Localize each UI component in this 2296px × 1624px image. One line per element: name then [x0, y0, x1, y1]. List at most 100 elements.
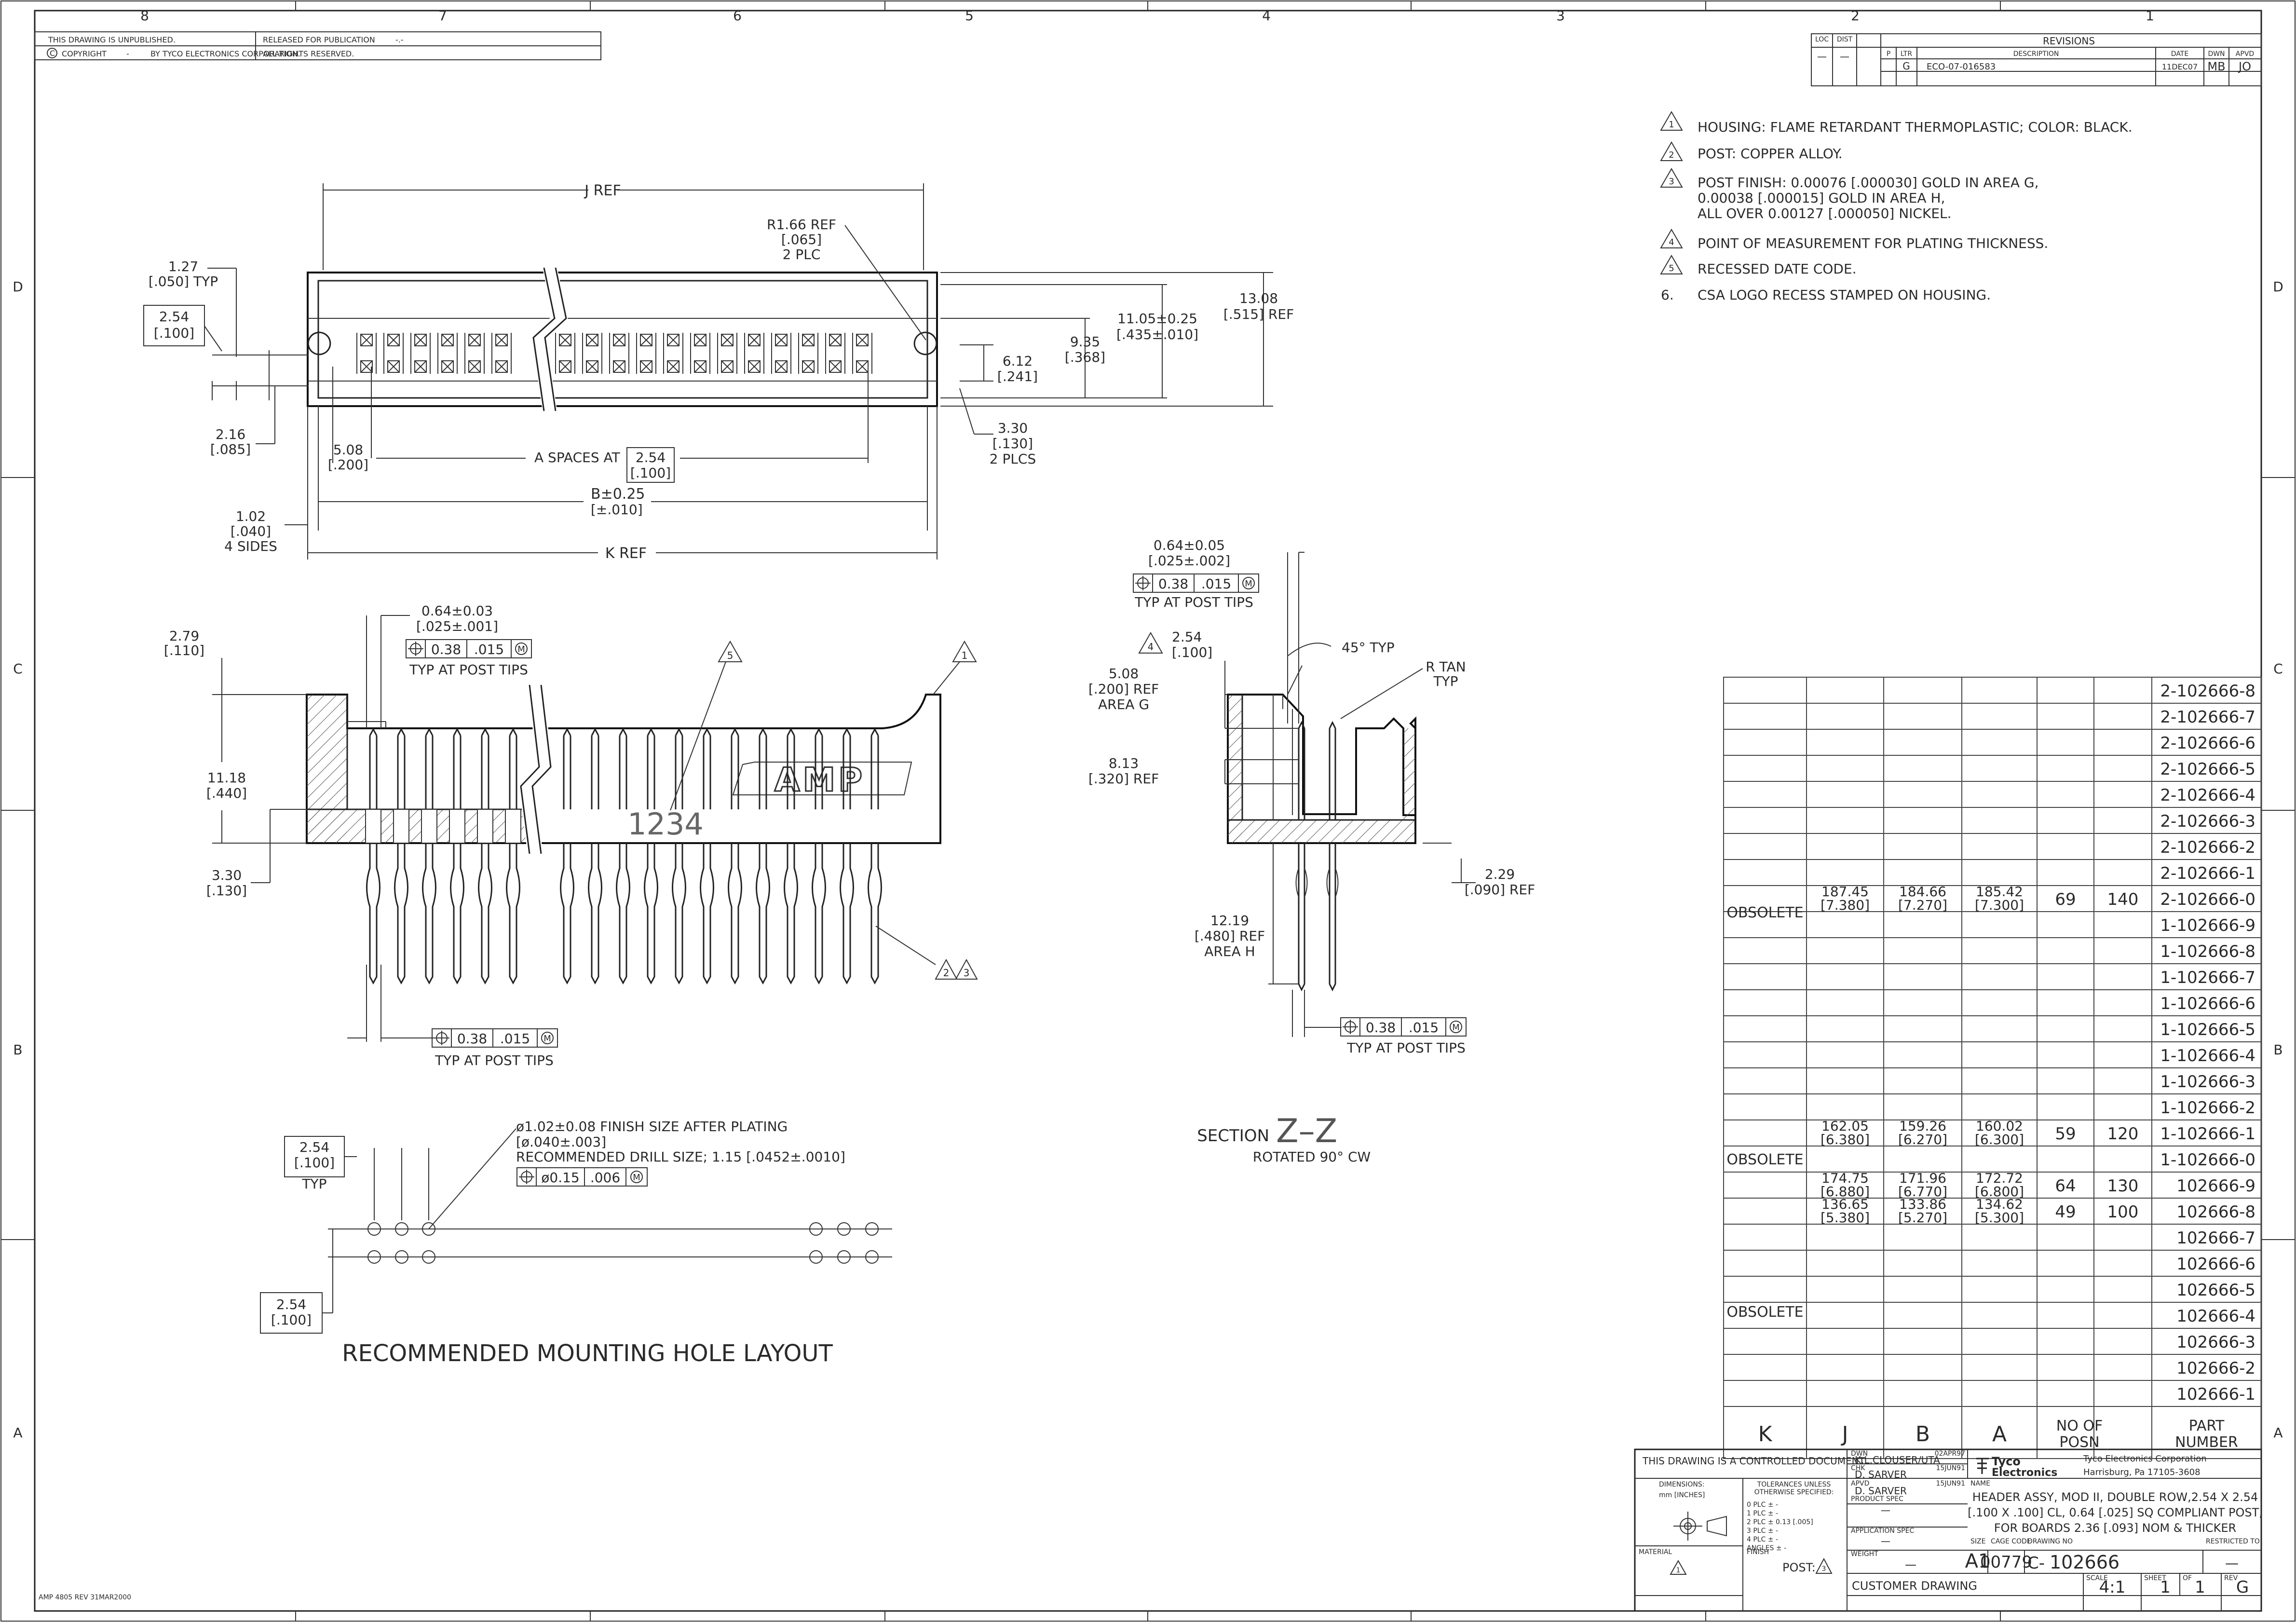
zone-top-6: 6 — [733, 8, 742, 24]
dim-935-inch: [.368] — [1065, 349, 1105, 365]
dim-cell-inch: [5.300] — [1975, 1210, 2024, 1226]
dim-254: 2.54 — [159, 309, 189, 325]
part-number-cell: 2-102666-6 — [2160, 734, 2255, 753]
desc-label: DESCRIPTION — [2013, 50, 2059, 58]
zone-labels: 8 7 6 5 4 3 2 1 D C B A D C B A — [13, 8, 2283, 1441]
a-cell: 59 — [2055, 1124, 2076, 1144]
section-r-tan-typ: TYP — [1433, 673, 1458, 689]
sheet-label: SHEET — [2144, 1574, 2166, 1582]
dim-1118: 11.18 — [207, 770, 246, 786]
app-spec-value: — — [1881, 1535, 1890, 1547]
hole-dim-254b: 2.54 — [276, 1296, 306, 1312]
dim-cell: 174.75 — [1821, 1170, 1869, 1186]
hole-layout: 2.54 [.100] TYP ø1.02±0.08 FINISH SIZE A… — [260, 1119, 892, 1367]
r166-inch: [.065] — [781, 232, 822, 247]
dim-cell: 185.42 — [1976, 884, 2023, 900]
r166-label: R1.66 REF — [767, 217, 836, 232]
top-pin-pair — [852, 333, 872, 374]
dim-cell-inch: [6.300] — [1975, 1132, 2024, 1147]
part-number-cell: 1-102666-5 — [2160, 1020, 2255, 1039]
post-flag: 3 — [1822, 1565, 1826, 1573]
hole-tol-val: ø0.15 — [541, 1170, 579, 1186]
dim-102-inch: [.040] — [231, 523, 271, 539]
part-number-cell: 102666-7 — [2176, 1228, 2255, 1248]
hole-layout-title: RECOMMENDED MOUNTING HOLE LAYOUT — [342, 1340, 833, 1367]
released-value: -.- — [395, 35, 404, 44]
zone-top-8: 8 — [140, 8, 149, 24]
part-number-cell: 1-102666-9 — [2160, 916, 2255, 935]
rev-label: REV — [2224, 1574, 2238, 1582]
copyright-symbol: C — [50, 49, 55, 58]
hole-finish-inch: [ø.040±.003] — [516, 1134, 606, 1150]
note-flag-2: 2 — [1669, 150, 1674, 160]
cage-label: CAGE CODE — [1991, 1538, 2031, 1545]
sheet-value: 1 — [2160, 1578, 2171, 1597]
dim-1105-inch: [.435±.010] — [1116, 327, 1198, 342]
note-1: 1 HOUSING: FLAME RETARDANT THERMOPLASTIC… — [1660, 111, 2133, 135]
front-tol2-m: M — [543, 1034, 551, 1044]
section-dim-1219-inch: [.480] REF — [1195, 928, 1265, 944]
section-rotated: ROTATED 90° CW — [1253, 1149, 1371, 1165]
product-spec-label: PRODUCT SPEC — [1851, 1495, 1903, 1503]
front-pin — [505, 727, 521, 985]
r166-plc: 2 PLC — [783, 246, 821, 262]
front-tol2-inch: .015 — [500, 1031, 530, 1047]
hole-dim-254: 2.54 — [299, 1139, 329, 1155]
front-dim-330: 3.30 — [212, 867, 242, 883]
dim-1118-inch: [.440] — [206, 785, 247, 801]
part-number-cell: 2-102666-5 — [2160, 760, 2255, 779]
top-pin-pair — [356, 333, 377, 374]
amp-logo: AMP — [732, 761, 912, 800]
app-spec-label: APPLICATION SPEC — [1851, 1527, 1914, 1535]
front-pin — [812, 727, 826, 985]
zone-right-d: D — [2273, 279, 2283, 295]
dim-cell: 171.96 — [1899, 1170, 1946, 1186]
dim-935: 9.35 — [1070, 334, 1100, 350]
mounting-holes — [364, 1222, 883, 1264]
top-pin-pair — [825, 333, 845, 374]
dim-cell: 187.45 — [1821, 884, 1869, 900]
front-view: AMP 1234 2.79 [.110] 0.64±0.03 [.025±.00… — [164, 603, 978, 1068]
section-dim-1219: 12.19 — [1210, 913, 1249, 928]
zone-top-5: 5 — [965, 8, 974, 24]
copyright-text: COPYRIGHT — [62, 49, 107, 58]
dist-value: — — [1840, 51, 1849, 62]
posn-cell: 100 — [2107, 1202, 2139, 1222]
note-flag-1: 1 — [1669, 120, 1674, 130]
section-tol2-inch: .015 — [1409, 1020, 1439, 1036]
section-typ-tips-2: TYP AT POST TIPS — [1346, 1040, 1466, 1056]
tol-label-2: OTHERWISE SPECIFIED: — [1754, 1488, 1834, 1496]
part-number-cell: 102666-5 — [2176, 1281, 2255, 1300]
section-dim-064-inch: [.025±.002] — [1148, 553, 1230, 569]
controlled-doc: THIS DRAWING IS A CONTROLLED DOCUMENT. — [1642, 1455, 1867, 1467]
note-text-3: POST FINISH: 0.00076 [.000030] GOLD IN A… — [1698, 175, 2039, 191]
note-2: 2 POST: COPPER ALLOY. — [1660, 141, 1843, 162]
section-tol-frame-top: 0.38 .015 M — [1133, 573, 1259, 593]
zone-left-a: A — [13, 1425, 22, 1441]
part-number-cell: 2-102666-7 — [2160, 708, 2255, 727]
note-flag-5: 5 — [1669, 263, 1674, 273]
top-view-pin-pairs — [356, 333, 872, 374]
part-number-cell: 102666-6 — [2176, 1255, 2255, 1274]
dim-1105: 11.05±0.25 — [1117, 311, 1197, 327]
dim-216: 2.16 — [216, 426, 245, 442]
zone-top-2: 2 — [1851, 8, 1860, 24]
part-number-cell: 102666-8 — [2176, 1202, 2255, 1222]
front-pin — [421, 727, 437, 985]
dim-cell-inch: [7.300] — [1975, 897, 2024, 913]
front-pin — [449, 727, 465, 985]
copyright-by: BY TYCO ELECTRONICS CORPORATION. — [150, 49, 300, 58]
dim-330-inch: [.130] — [992, 436, 1033, 451]
front-pin — [868, 727, 882, 985]
released-text: RELEASED FOR PUBLICATION — [263, 35, 375, 44]
part-number-cell: 102666-3 — [2176, 1333, 2255, 1352]
table-header: A — [1992, 1422, 2007, 1447]
dim-cell: 159.26 — [1899, 1118, 1946, 1134]
projection-symbol — [1673, 1512, 1727, 1541]
table-header-part-2: NUMBER — [2175, 1434, 2238, 1451]
a-spaces-inch: [.100] — [630, 465, 671, 481]
a-spaces-label: A SPACES AT — [534, 450, 620, 465]
part-number-cell: 102666-9 — [2176, 1176, 2255, 1196]
zone-right-a: A — [2273, 1425, 2282, 1441]
